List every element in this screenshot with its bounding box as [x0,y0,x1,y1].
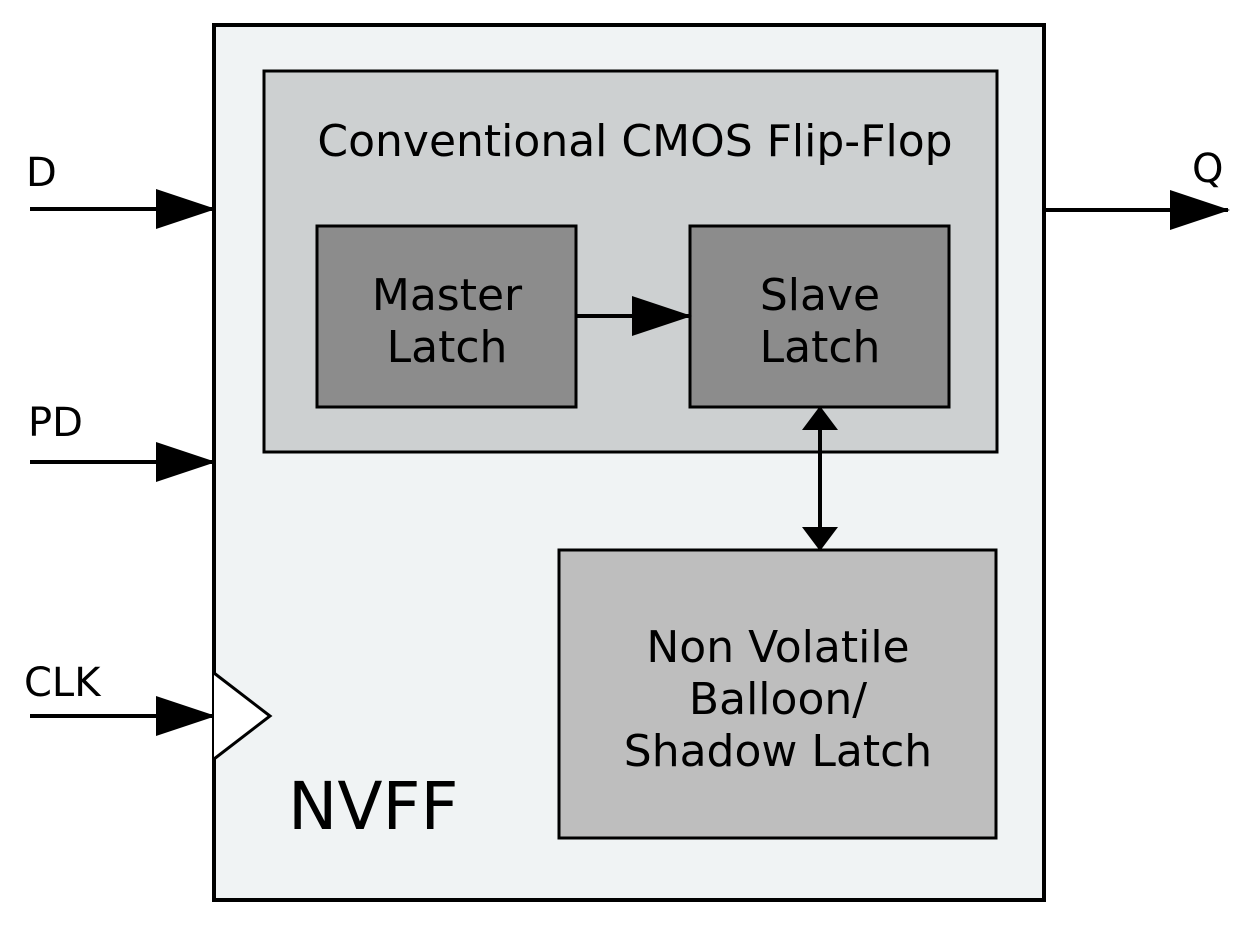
master-latch-block [315,224,578,409]
clock-triangle-icon [213,671,273,761]
input-clk-label: CLK [24,660,102,706]
master-latch-label-1: Master [372,270,523,321]
slave-latch-block [688,224,951,409]
nv-latch-label-1: Non Volatile [646,622,909,673]
nvff-label: NVFF [288,768,458,845]
slave-latch-label-2: Latch [760,322,881,373]
cmos-flipflop-title: Conventional CMOS Flip-Flop [317,116,952,167]
input-pd-label: PD [28,400,83,446]
master-latch-label-2: Latch [387,322,508,373]
input-d-label: D [26,150,57,196]
output-q-label: Q [1192,146,1223,192]
nv-latch-label-2: Balloon/ [689,674,867,725]
nv-latch-label-3: Shadow Latch [624,726,932,777]
slave-latch-label-1: Slave [760,270,880,321]
nv-latch-block [557,548,998,840]
